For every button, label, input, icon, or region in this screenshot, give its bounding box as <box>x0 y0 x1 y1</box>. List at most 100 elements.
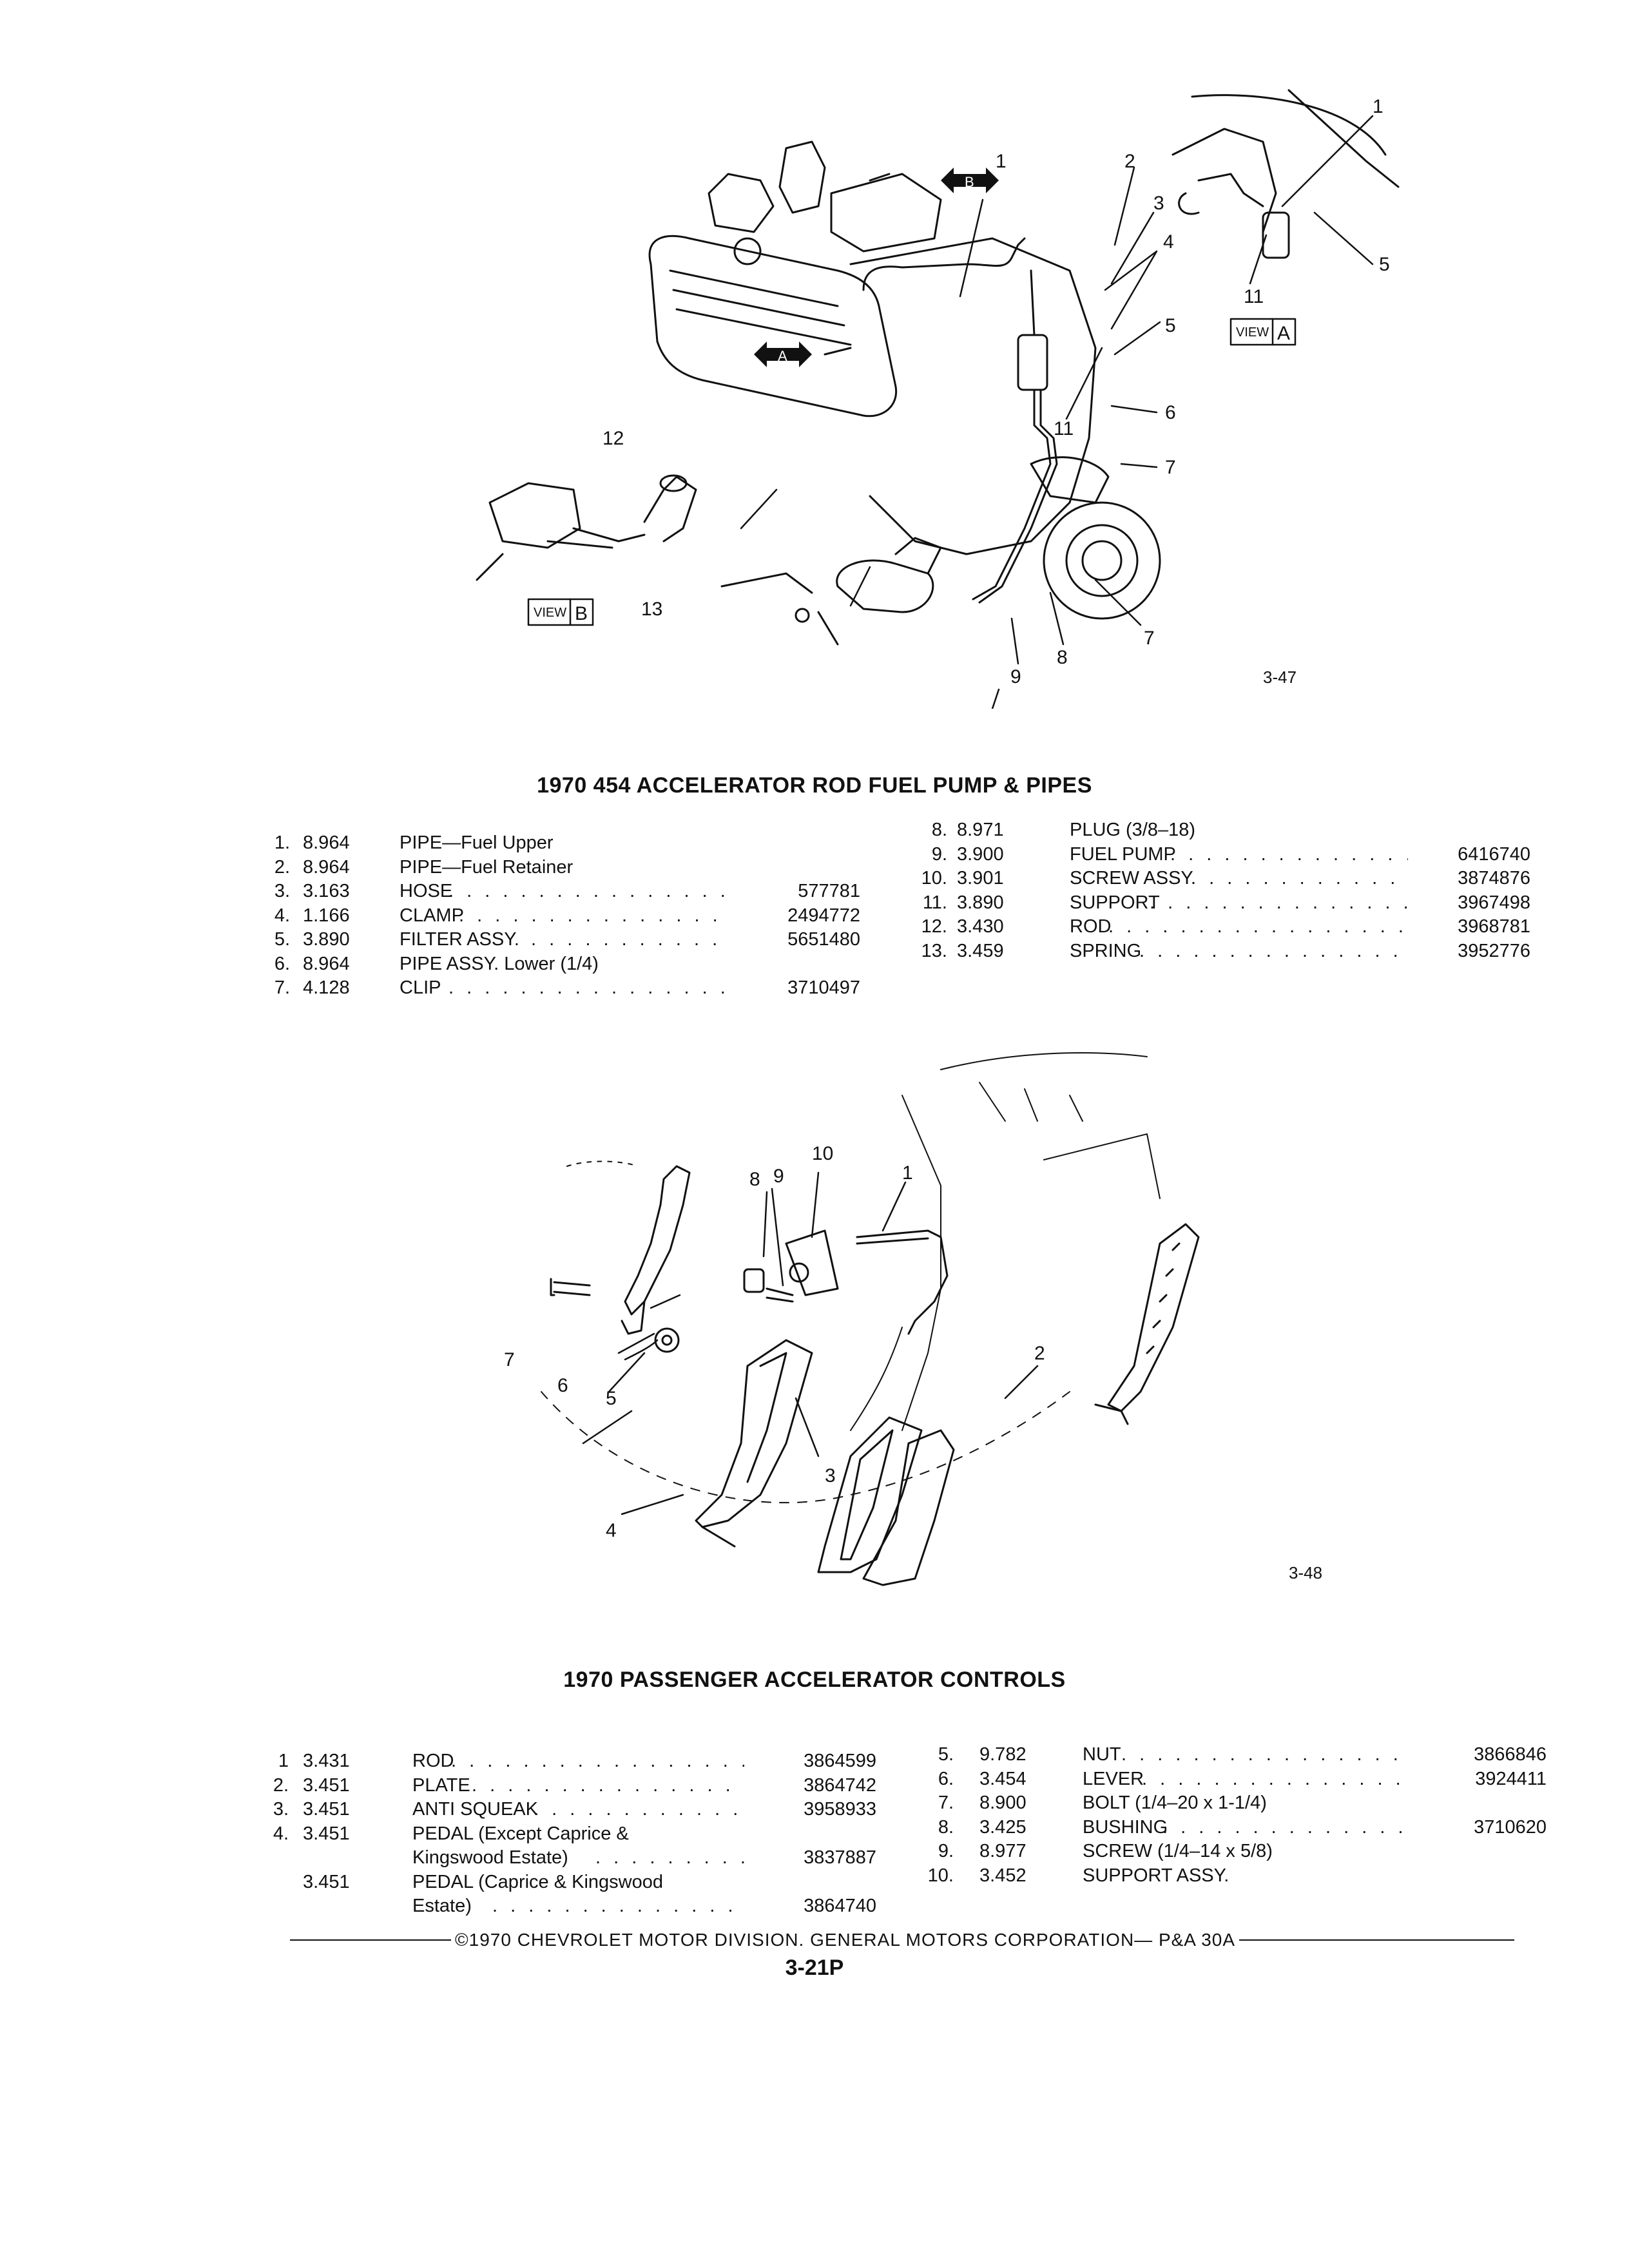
view-b-arrow: B <box>941 168 999 193</box>
part-code: 4.128 <box>303 977 350 998</box>
part-code: 1.166 <box>303 905 350 926</box>
parts-row: Estate)3864740. . . . . . . . . . . . . … <box>271 1894 889 1919</box>
part-index: 4. <box>274 905 290 926</box>
part-name: BOLT (1/4–20 x 1-1/4) <box>1083 1792 1267 1813</box>
part-number: 3864740 <box>804 1896 876 1916</box>
part-name: Kingswood Estate) <box>412 1847 568 1868</box>
callout-10: 10 <box>812 1143 833 1164</box>
callout-11: 11 <box>1054 418 1074 439</box>
callout-3: 3 <box>825 1465 836 1486</box>
svg-text:VIEW: VIEW <box>1236 325 1269 340</box>
valve-cover-drawing <box>648 235 898 418</box>
callout-1: 1 <box>1373 96 1383 117</box>
callout-6: 6 <box>557 1375 568 1396</box>
part-number: 3924411 <box>1475 1768 1547 1789</box>
part-name: NUT <box>1083 1744 1121 1765</box>
part-name: PIPE ASSY. Lower (1/4) <box>400 953 599 974</box>
dot-leader: . . . . . . . . . . . . . . . . . . . . … <box>448 977 728 998</box>
part-number: 3864742 <box>804 1774 876 1796</box>
callout-5: 5 <box>606 1388 617 1409</box>
pedal-drawing <box>695 1339 813 1528</box>
dot-leader: . . . . . . . . . . . . . . . . . . . . … <box>1108 916 1408 937</box>
part-name: FUEL PUMP <box>1070 843 1176 865</box>
figure-number: 3-47 <box>1263 668 1296 687</box>
part-index: 11. <box>922 892 947 913</box>
callout-11: 11 <box>1244 286 1264 307</box>
part-name: PEDAL (Caprice & Kingswood <box>412 1871 663 1892</box>
part-code: 3.451 <box>303 1774 350 1796</box>
dot-leader: . . . . . . . . . . . . . . . . . . . . … <box>1139 940 1408 961</box>
fuel-pipe-upper-drawing <box>862 256 1013 291</box>
part-index: 5. <box>274 929 290 950</box>
part-index: 6. <box>274 953 290 974</box>
section-title-fuel-pump: 1970 454 ACCELERATOR ROD FUEL PUMP & PIP… <box>537 773 1092 798</box>
dot-leader: . . . . . . . . . . . . . . . . . . . . … <box>459 905 728 926</box>
part-index: 7. <box>938 1792 954 1813</box>
svg-text:VIEW: VIEW <box>534 606 566 620</box>
dot-leader: . . . . . . . . . . . . . . . . . . . . … <box>595 1847 744 1868</box>
part-number: 3864599 <box>804 1751 876 1771</box>
part-number: 3710620 <box>1474 1816 1547 1838</box>
dot-leader: . . . . . . . . . . . . . . . . . . . . … <box>1142 1768 1411 1789</box>
callout-2: 2 <box>1034 1343 1045 1364</box>
part-index: 13. <box>921 940 947 961</box>
dot-leader: . . . . . . . . . . . . . . . . . . . . … <box>534 1799 744 1820</box>
part-code: 3.451 <box>303 1823 350 1844</box>
part-index: 2. <box>273 1774 289 1796</box>
part-code: 8.977 <box>979 1841 1027 1861</box>
svg-text:B: B <box>575 603 588 624</box>
part-number: 6416740 <box>1458 843 1530 865</box>
footer-rule-right <box>1239 1939 1514 1941</box>
part-code: 3.459 <box>957 940 1004 961</box>
part-number: 3967498 <box>1458 892 1530 913</box>
part-index: 9. <box>938 1841 954 1861</box>
callout-5: 5 <box>1165 315 1176 336</box>
callout-3: 3 <box>1153 193 1164 214</box>
part-index: 8. <box>938 1816 954 1838</box>
rod-drawing <box>856 1229 949 1335</box>
callout-9: 9 <box>773 1166 784 1187</box>
dot-leader: . . . . . . . . . . . . . . . . . . . . … <box>472 1774 744 1796</box>
part-name: CLIP <box>400 977 441 998</box>
part-index: 9. <box>931 843 947 865</box>
part-name: SUPPORT <box>1070 892 1160 913</box>
pulley-drawing <box>1043 501 1161 620</box>
part-index: 12. <box>921 916 947 937</box>
part-index: 5. <box>938 1744 954 1765</box>
callout-1: 1 <box>996 151 1007 172</box>
part-index: 3. <box>273 1799 289 1820</box>
fuel-pipe-lower-drawing <box>972 389 1052 601</box>
part-name: PLUG (3/8–18) <box>1070 820 1196 840</box>
dot-leader: . . . . . . . . . . . . . . . . . . . . … <box>451 1751 744 1771</box>
callout-4: 4 <box>606 1520 617 1541</box>
part-name: SPRING <box>1070 940 1142 961</box>
part-code: 3.890 <box>303 929 350 950</box>
part-code: 8.971 <box>957 820 1004 840</box>
part-number: 3710497 <box>787 977 860 998</box>
part-index: 3. <box>274 881 290 901</box>
callout-4: 4 <box>1163 231 1174 253</box>
part-code: 3.454 <box>979 1768 1027 1789</box>
callout-5: 5 <box>1379 254 1390 275</box>
footer-copyright: ©1970 CHEVROLET MOTOR DIVISION. GENERAL … <box>290 1930 1514 1950</box>
part-name: SUPPORT ASSY. <box>1083 1865 1229 1886</box>
figure-accelerator-controls: 1 2 3 4 5 6 7 8 9 10 3-48 <box>490 1031 1392 1611</box>
part-number: 5651480 <box>787 929 860 950</box>
svg-text:B: B <box>965 174 974 190</box>
